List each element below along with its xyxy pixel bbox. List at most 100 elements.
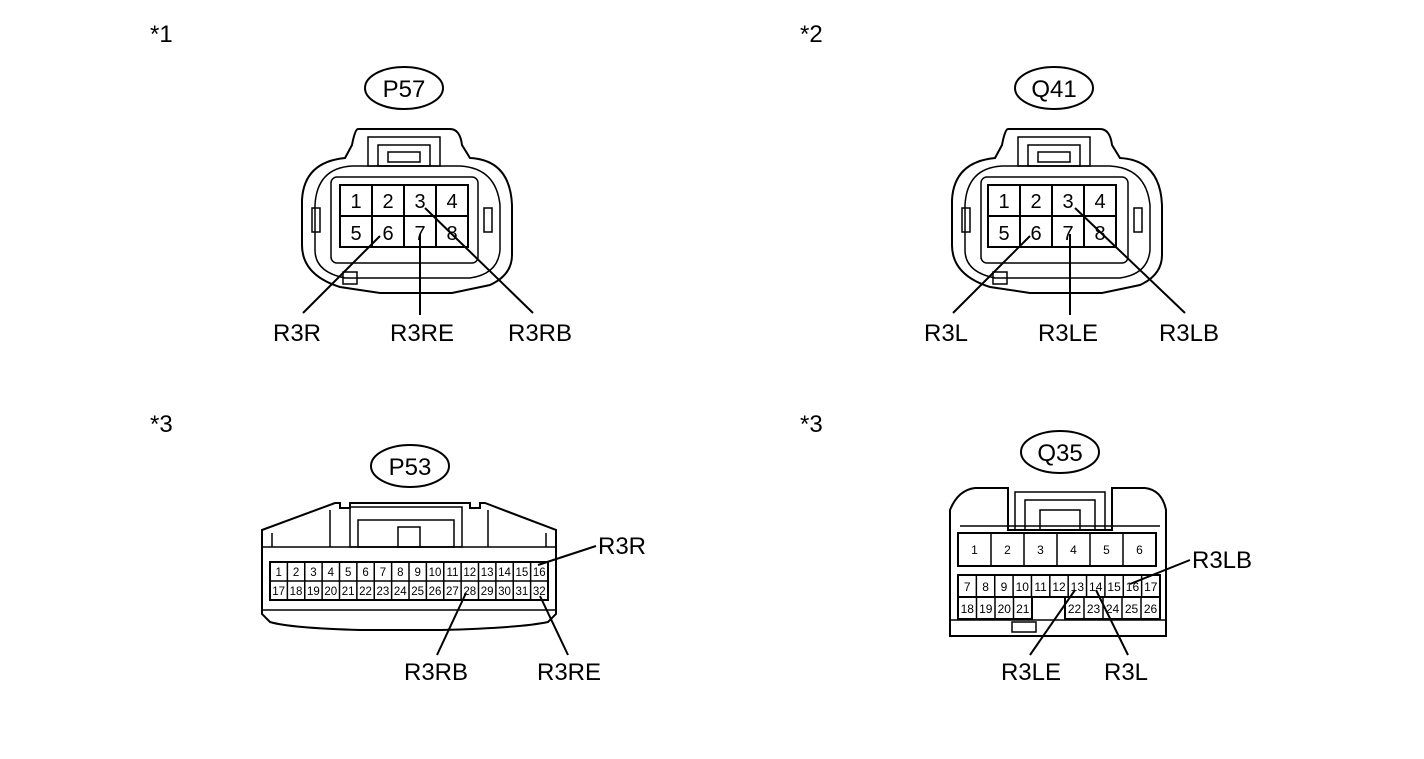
pin-label: 8	[1094, 223, 1105, 245]
connector-housing	[261, 502, 557, 631]
pin-label: 21	[342, 586, 355, 598]
panel-q41: *2 Q41 1 2 3 4 5 6 7 8	[800, 21, 1219, 347]
connector-id-oval	[1020, 430, 1100, 474]
pin-label: 6	[362, 567, 368, 579]
leader-line	[1029, 589, 1076, 656]
pin-label: 8	[982, 580, 989, 594]
pin-label: 12	[1052, 580, 1066, 594]
pin-label: 30	[498, 586, 511, 598]
pin-label: 6	[1030, 223, 1041, 245]
pin-label: 5	[350, 223, 361, 245]
pin-label: 2	[293, 567, 299, 579]
pin-label: 4	[1070, 543, 1077, 557]
pin-label: 2	[382, 191, 393, 213]
leader-line	[1095, 589, 1129, 656]
pin-label: 26	[1144, 602, 1158, 616]
pin-label: 7	[380, 567, 386, 579]
pin-label: 1	[998, 191, 1009, 213]
connector-housing	[951, 128, 1163, 294]
pin-label: 22	[359, 586, 372, 598]
wire-label: R3L	[924, 320, 968, 347]
connector-id: Q41	[1031, 76, 1076, 103]
pin-grid: 1 2 3 4 5 6 7 8	[339, 184, 469, 248]
pin-label: 25	[411, 586, 424, 598]
pin-label: 25	[1125, 602, 1139, 616]
pin-label: 2	[1004, 543, 1011, 557]
wire-label: R3RB	[508, 320, 572, 347]
pin-label: 14	[498, 567, 511, 579]
wire-label: R3LE	[1038, 320, 1098, 347]
connector-housing	[301, 128, 513, 294]
pin-label: 22	[1068, 602, 1082, 616]
pin-label: 15	[516, 567, 529, 579]
panel-marker: *2	[800, 21, 823, 48]
wire-label: R3LB	[1192, 547, 1252, 574]
pin-label: 14	[1089, 580, 1103, 594]
pin-label: 16	[533, 567, 546, 579]
pin-label: 13	[481, 567, 494, 579]
pin-label: 3	[1062, 191, 1073, 213]
connector-id: P57	[383, 76, 426, 103]
pin-label: 9	[414, 567, 420, 579]
leader-line	[302, 235, 381, 314]
pin-label: 18	[290, 586, 303, 598]
connector-id: Q35	[1037, 440, 1082, 467]
pin-label: 1	[275, 567, 281, 579]
pin-label: 9	[1001, 580, 1008, 594]
leader-line	[952, 235, 1031, 314]
connector-id-oval	[1014, 66, 1094, 110]
pin-label: 4	[1094, 191, 1105, 213]
panel-p57: *1 P57 1 2 3 4 5 6 7 8	[150, 21, 572, 347]
pin-label: 2	[1030, 191, 1041, 213]
pin-label: 10	[429, 567, 442, 579]
wire-label: R3R	[598, 533, 646, 560]
leader-line	[1129, 559, 1191, 585]
connector-id-oval	[370, 444, 450, 488]
pin-label: 19	[307, 586, 320, 598]
wire-label: R3LE	[1001, 659, 1061, 686]
wire-label: R3L	[1104, 659, 1148, 686]
pin-label: 31	[516, 586, 529, 598]
pin-label: 20	[998, 602, 1012, 616]
pin-label: 12	[463, 567, 476, 579]
pin-label: 5	[345, 567, 351, 579]
pin-label: 24	[394, 586, 407, 598]
pin-label: 17	[1144, 580, 1158, 594]
pin-label: 7	[1062, 223, 1073, 245]
pin-label: 29	[481, 586, 494, 598]
pin-label: 6	[1136, 543, 1143, 557]
pin-label: 26	[429, 586, 442, 598]
pin-label: 8	[397, 567, 403, 579]
pin-label: 16	[1126, 580, 1140, 594]
leader-line	[1074, 207, 1186, 314]
wire-label: R3LB	[1159, 320, 1219, 347]
leader-line	[537, 545, 597, 566]
pin-label: 27	[446, 586, 459, 598]
connector-id: P53	[389, 454, 432, 481]
pin-label: 4	[328, 567, 335, 579]
pin-label: 10	[1016, 580, 1030, 594]
pin-label: 1	[971, 543, 978, 557]
wire-label: R3R	[273, 320, 321, 347]
pin-label: 3	[310, 567, 316, 579]
pin-label: 3	[414, 191, 425, 213]
panel-marker: *1	[150, 21, 173, 48]
pin-label: 7	[964, 580, 971, 594]
leader-line	[436, 592, 467, 656]
leader-line	[539, 595, 569, 656]
pin-label: 15	[1107, 580, 1121, 594]
pin-grid: 1 2 3 4 5 6 7 8	[987, 184, 1117, 248]
pin-label: 23	[377, 586, 390, 598]
pin-label: 23	[1087, 602, 1101, 616]
pin-label: 11	[1034, 580, 1047, 594]
panel-marker: *3	[800, 411, 823, 438]
pin-label: 11	[446, 567, 458, 579]
pin-label: 19	[979, 602, 993, 616]
pin-label: 6	[382, 223, 393, 245]
pin-label: 24	[1106, 602, 1120, 616]
pin-label: 1	[350, 191, 361, 213]
pin-label: 21	[1016, 602, 1030, 616]
